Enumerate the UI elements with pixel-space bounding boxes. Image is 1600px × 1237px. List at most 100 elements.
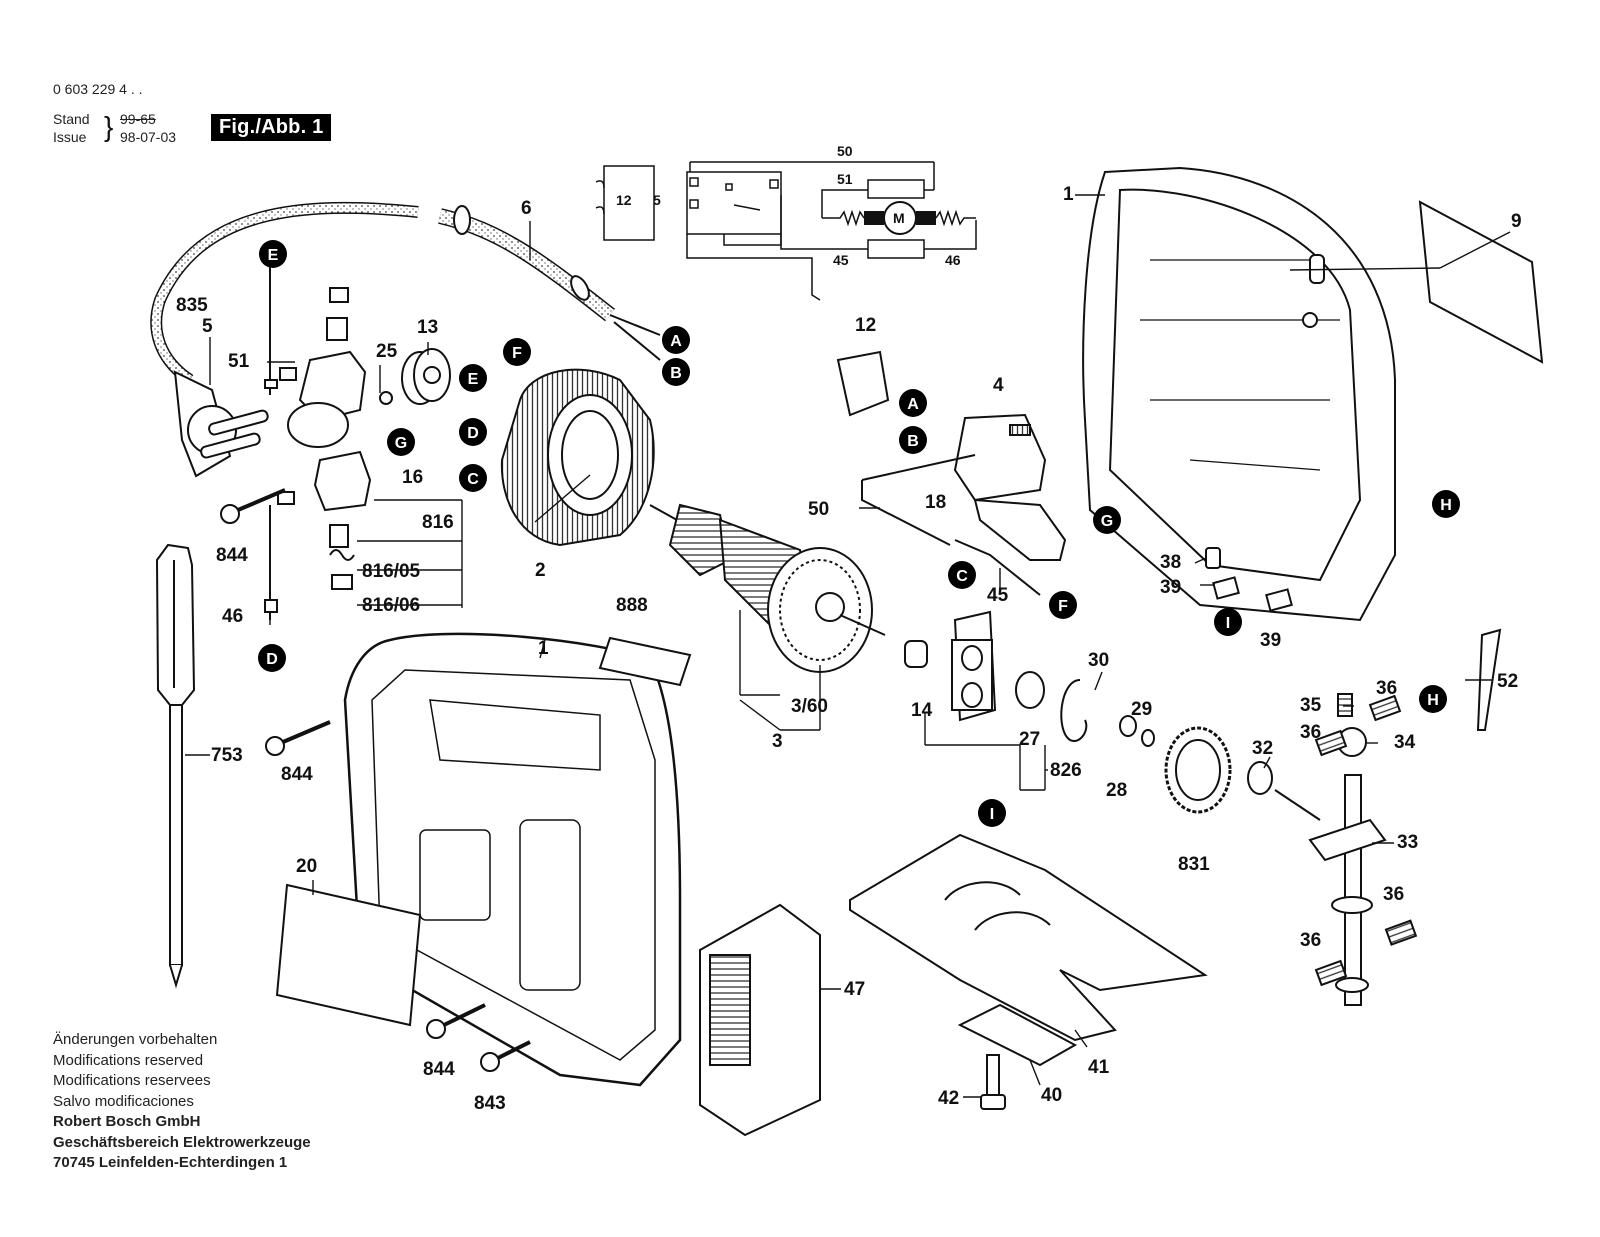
part-label-816-05: 816/05	[362, 561, 421, 582]
part-label-41: 41	[1088, 1057, 1110, 1078]
bearing-assembly-drawing	[904, 610, 1155, 747]
schematic-label-12: 12	[616, 192, 632, 208]
part-label-38: 38	[1160, 552, 1181, 573]
part-label-826: 826	[1050, 760, 1082, 781]
svg-text:B: B	[907, 433, 919, 450]
part-label-13: 13	[417, 317, 438, 338]
callout-d: D	[459, 418, 487, 446]
callout-e: E	[259, 240, 287, 268]
part-label-18: 18	[925, 492, 946, 513]
part-label-50: 50	[808, 499, 829, 520]
window-20-drawing	[275, 883, 422, 1027]
callout-c: C	[459, 464, 487, 492]
part-label-47: 47	[844, 979, 865, 1000]
part-label-844-b: 844	[281, 764, 313, 785]
part-label-831: 831	[1178, 854, 1210, 875]
part-label-16: 16	[402, 467, 423, 488]
stand-label: Stand	[53, 111, 90, 127]
part-label-25: 25	[376, 341, 398, 362]
part-label-36-a: 36	[1376, 678, 1397, 699]
svg-text:E: E	[268, 247, 279, 264]
schematic-label-51: 51	[837, 171, 853, 187]
plate-40-drawing	[957, 1003, 1078, 1110]
callout-f: F	[503, 338, 531, 366]
part-label-51: 51	[228, 351, 250, 372]
svg-text:F: F	[1058, 598, 1068, 615]
svg-text:I: I	[1226, 615, 1230, 632]
wiring-schematic	[595, 161, 977, 301]
footer-address: 70745 Leinfelden-Echterdingen 1	[53, 1154, 288, 1171]
part-label-39-b: 39	[1260, 630, 1281, 651]
callout-d-lead: D	[258, 644, 286, 672]
part-label-3-60: 3/60	[791, 696, 828, 717]
part-number: 0 603 229 4 . .	[53, 81, 143, 97]
footer: Änderungen vorbehalten Modifications res…	[53, 1030, 311, 1174]
svg-text:C: C	[467, 471, 479, 488]
svg-text:C: C	[956, 568, 968, 585]
leader-lines	[185, 194, 1511, 1098]
svg-text:H: H	[1427, 692, 1439, 709]
label-888-drawing	[598, 636, 692, 687]
part-label-29: 29	[1131, 699, 1152, 720]
callout-g: G	[387, 428, 415, 456]
part-label-1-right: 1	[1063, 184, 1074, 205]
part-label-2: 2	[535, 560, 546, 581]
part-label-46: 46	[222, 606, 243, 627]
part-label-14: 14	[911, 700, 933, 721]
part-label-52: 52	[1497, 671, 1518, 692]
housing-right-drawing	[1082, 166, 1396, 622]
stator-drawing	[500, 368, 655, 547]
cap-12-drawing	[836, 350, 890, 417]
part-label-844-c: 844	[423, 1059, 455, 1080]
part-label-27: 27	[1019, 729, 1040, 750]
callout-e-stator: E	[459, 364, 487, 392]
screwdriver-drawing	[155, 543, 196, 989]
housing-left-drawing	[343, 632, 682, 1087]
issue-label: Issue	[53, 129, 87, 145]
issue-date: 98-07-03	[120, 129, 177, 145]
svg-text:D: D	[467, 425, 479, 442]
part-label-28: 28	[1106, 780, 1127, 801]
footer-division: Geschäftsbereich Elektrowerkzeuge	[53, 1133, 311, 1151]
part-label-30: 30	[1088, 650, 1109, 671]
power-cord-drawing	[150, 201, 661, 478]
cover-47-drawing	[699, 903, 821, 1137]
base-plate-drawing	[849, 833, 1208, 1042]
part-label-42: 42	[938, 1088, 959, 1109]
part-label-6: 6	[521, 198, 532, 219]
part-label-39-a: 39	[1160, 577, 1181, 598]
plunger-drawing	[1308, 693, 1418, 1006]
part-label-4: 4	[993, 375, 1004, 396]
svg-text:F: F	[512, 345, 522, 362]
footer-line-fr: Modifications reservees	[53, 1072, 211, 1089]
motor-symbol	[864, 201, 936, 235]
svg-text:G: G	[395, 435, 407, 452]
callout-g-housing: G	[1093, 506, 1121, 534]
svg-text:A: A	[670, 333, 682, 350]
part-label-36-d: 36	[1300, 930, 1321, 951]
callout-c-cable: C	[948, 561, 976, 589]
brush-holder-drawing	[264, 265, 393, 620]
schematic-label-45: 45	[833, 252, 849, 268]
svg-text:G: G	[1101, 513, 1113, 530]
callout-i: I	[1214, 608, 1242, 636]
part-label-844-a: 844	[216, 545, 248, 566]
brace-glyph: }	[104, 111, 114, 142]
callout-a-switch: A	[899, 389, 927, 417]
part-label-888: 888	[616, 595, 648, 616]
part-label-34: 34	[1394, 732, 1416, 753]
schematic-label-50: 50	[837, 143, 853, 159]
footer-line-en: Modifications reserved	[53, 1051, 204, 1069]
svg-text:A: A	[907, 396, 919, 413]
part-label-835: 835	[176, 295, 208, 316]
part-label-36-b: 36	[1300, 722, 1321, 743]
callout-h-plunger: H	[1419, 685, 1447, 713]
part-label-35: 35	[1300, 695, 1322, 716]
part-label-45: 45	[987, 585, 1009, 606]
schematic-label-46: 46	[945, 252, 961, 268]
svg-text:D: D	[266, 651, 278, 668]
part-label-40: 40	[1041, 1085, 1062, 1106]
old-date: 99-65	[120, 111, 156, 127]
schematic-label-5: 5	[653, 192, 661, 208]
